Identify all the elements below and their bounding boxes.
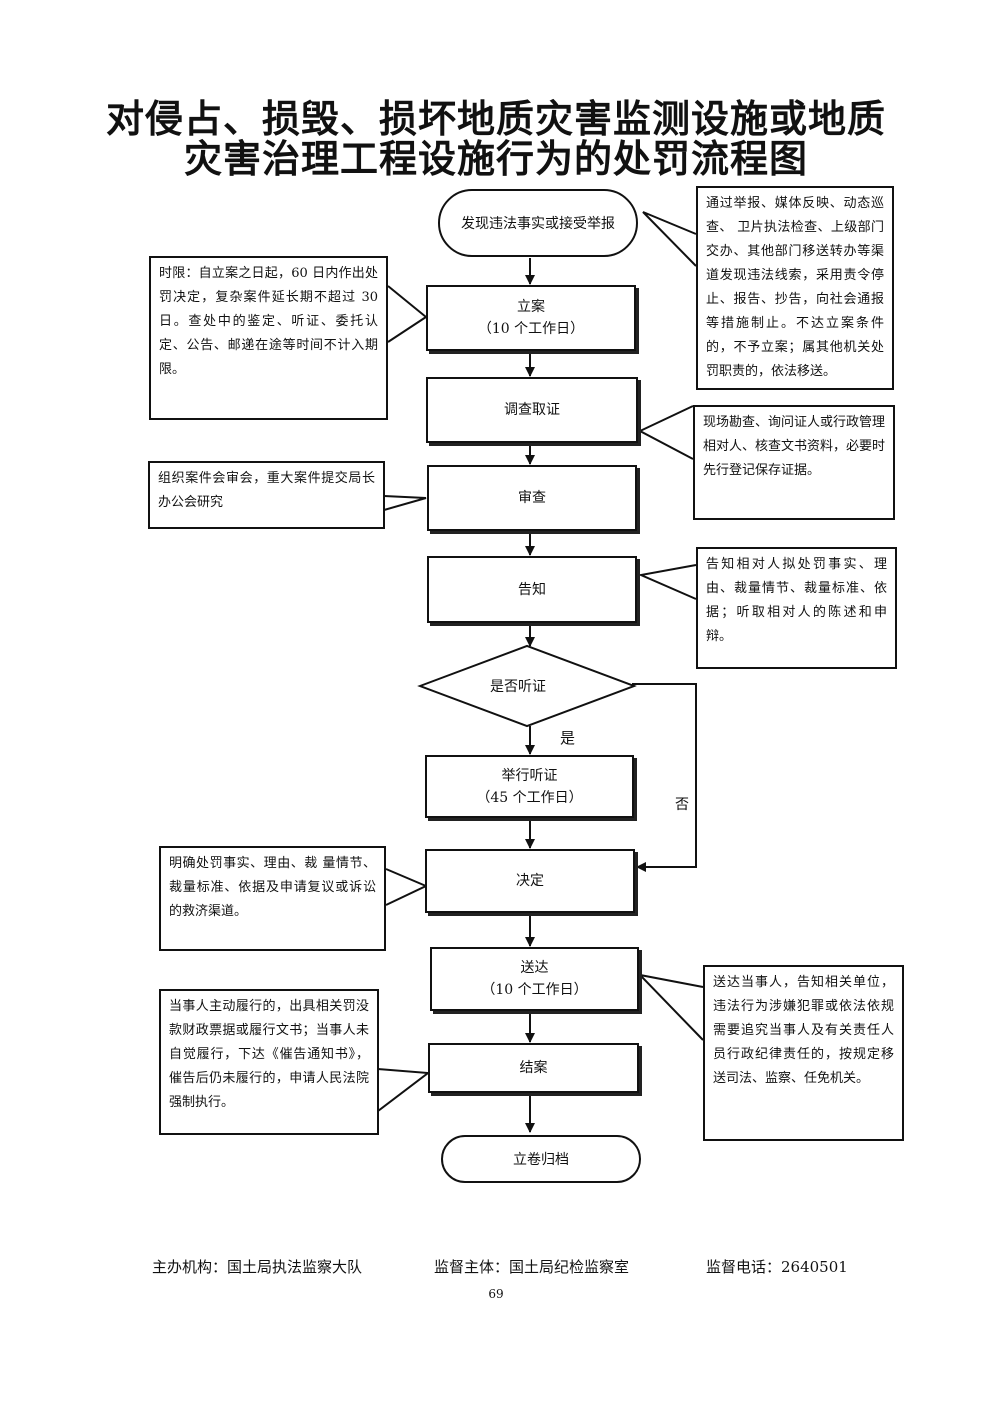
start-oval: 发现违法事实或接受举报 (438, 189, 638, 257)
no-label: 否 (675, 797, 689, 813)
title-line-2: 灾害治理工程设施行为的处罚流程图 (183, 136, 808, 181)
hearing-days: （45 个工作日） (476, 789, 583, 806)
footer-phone: 监督电话：2640501 (706, 1258, 848, 1276)
note-review-meeting: 组织案件会审会，重大案件提交局长办公会研究 (148, 461, 385, 529)
decide-box: 决定 (425, 849, 635, 913)
pointer-notify (637, 564, 697, 600)
pointer-delivery (637, 973, 704, 1041)
archive-oval: 立卷归档 (441, 1135, 641, 1183)
pointer-time-limit (387, 285, 428, 343)
note-report-sources: 通过举报、媒体反映、动态巡查、 卫片执法检查、上级部门交办、其他部门移送转办等渠… (696, 186, 894, 390)
start-label: 发现违法事实或接受举报 (461, 216, 615, 232)
notify-box: 告知 (427, 556, 637, 623)
note-investigation: 现场勘查、询问证人或行政管理相对人、核查文书资料，必要时先行登记保存证据。 (693, 405, 895, 520)
filing-days: （10 个工作日） (477, 321, 585, 337)
hearing-label: 举行听证 (501, 767, 558, 784)
title-line-1: 对侵占、损毁、损坏地质灾害监测设施或地质 (105, 96, 886, 141)
close-box: 结案 (428, 1043, 639, 1093)
pointer-review-meeting (383, 495, 427, 511)
notify-label: 告知 (518, 581, 546, 598)
note-close: 当事人主动履行的，出具相关罚没款财政票据或履行文书；当事人未自觉履行，下达《催告… (159, 989, 379, 1135)
yes-label: 是 (560, 729, 576, 747)
footer-supervisor: 监督主体：国土局纪检监察室 (434, 1258, 630, 1276)
hearing-decision-label: 是否听证 (490, 679, 546, 695)
hearing-box: 举行听证 （45 个工作日） (425, 755, 634, 818)
pointer-decision (385, 868, 429, 906)
note-time-limit: 时限：自立案之日起，60 日内作出处罚决定，复杂案件延长期不超过 30 日。查处… (149, 256, 388, 420)
hearing-diamond (417, 644, 637, 728)
review-box: 审查 (427, 465, 637, 531)
deliver-days: （10 个工作日） (481, 982, 588, 998)
pointer-report-sources (642, 211, 697, 267)
note-notify: 告知相对人拟处罚事实、理由、裁量情节、裁量标准、依据；听取相对人的陈述和申辩。 (696, 547, 897, 669)
filing-label: 立案 (517, 299, 545, 315)
filing-box: 立案 （10 个工作日） (426, 285, 636, 351)
deliver-box: 送达 （10 个工作日） (430, 947, 639, 1011)
investigate-box: 调查取证 (426, 377, 638, 443)
investigate-label: 调查取证 (504, 402, 560, 418)
deliver-label: 送达 (520, 960, 549, 976)
pointer-investigation (637, 405, 694, 460)
close-label: 结案 (519, 1060, 548, 1076)
footer-host: 主办机构：国土局执法监察大队 (152, 1258, 363, 1276)
note-delivery: 送达当事人，告知相关单位，违法行为涉嫌犯罪或依法依规需要追究当事人及有关责任人员… (703, 965, 904, 1141)
note-decision: 明确处罚事实、理由、裁 量情节、裁量标准、依据及申请复议或诉讼的救济渠道。 (159, 846, 386, 951)
archive-label: 立卷归档 (513, 1152, 569, 1168)
pointer-close (377, 1068, 431, 1112)
arrow-no-branch (632, 683, 697, 872)
review-label: 审查 (518, 490, 546, 506)
decide-label: 决定 (516, 873, 544, 889)
page-number: 69 (488, 1287, 504, 1301)
